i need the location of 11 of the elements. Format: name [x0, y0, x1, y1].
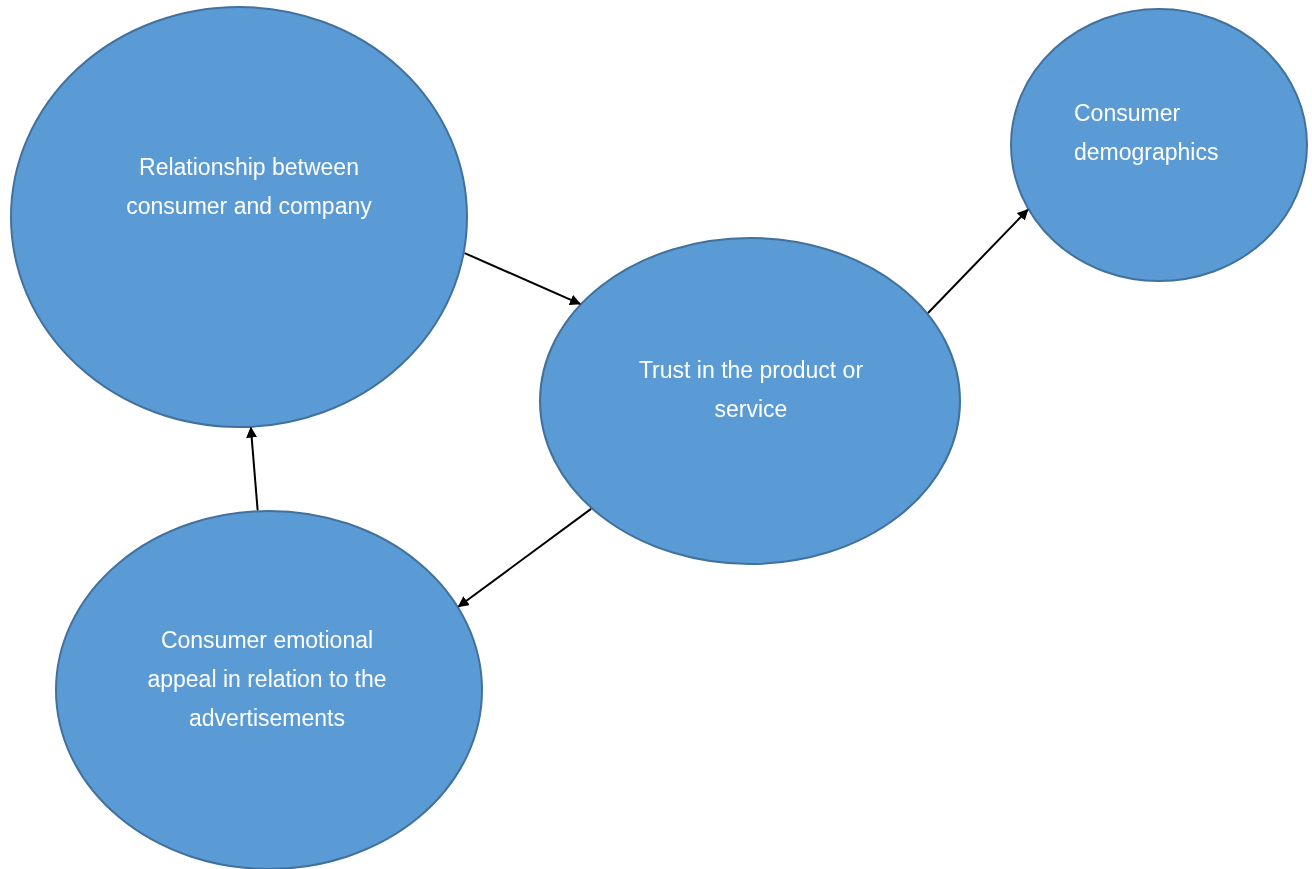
arrow: [246, 426, 259, 512]
node-label: Consumer emotional appeal in relation to the advertisements: [146, 626, 388, 733]
arrow: [463, 252, 581, 305]
arrow: [457, 507, 593, 608]
ellipse-node: [539, 237, 961, 565]
node-label: Trust in the product or service: [637, 356, 865, 424]
node-label: Relationship between consumer and company: [125, 153, 373, 221]
ellipse-node: [10, 6, 468, 428]
node-label: Consumer demographics: [1074, 99, 1220, 167]
ellipse-node: [1010, 8, 1308, 282]
arrow: [927, 208, 1029, 314]
